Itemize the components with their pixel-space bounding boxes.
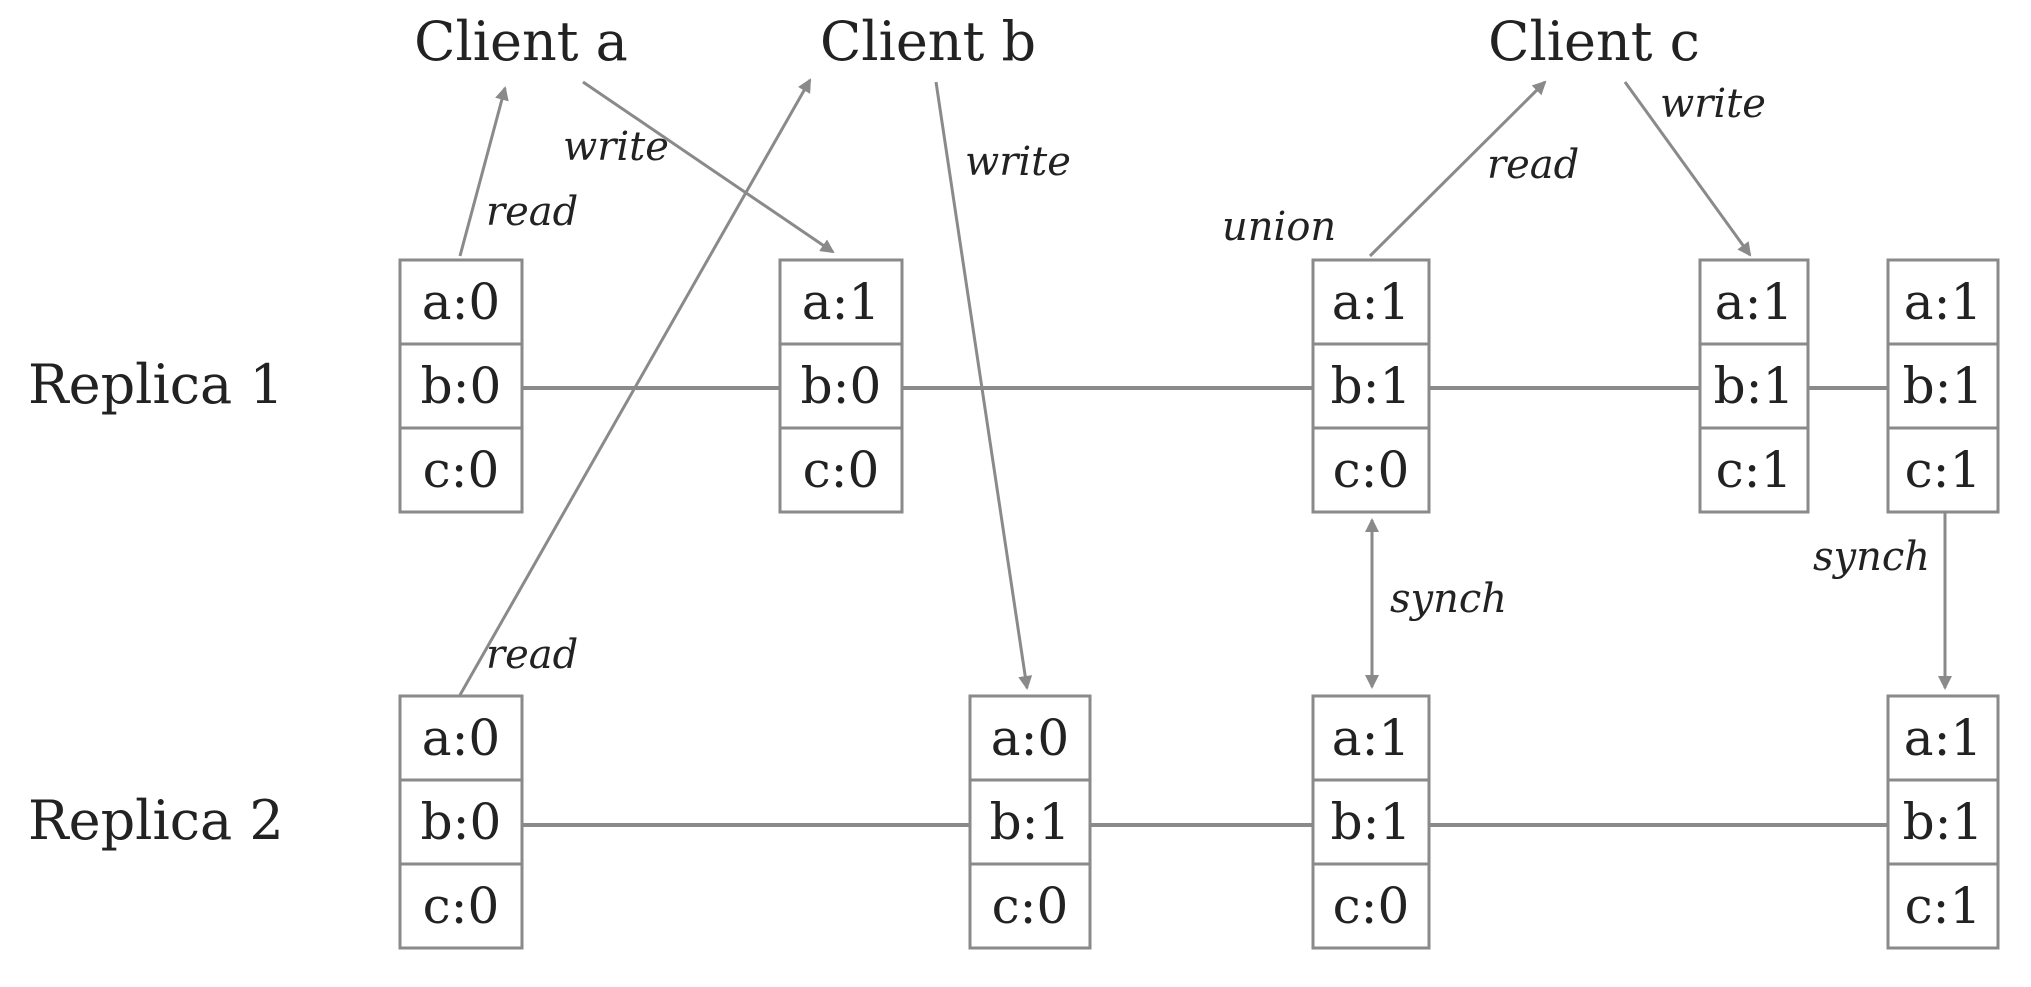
state-cell-value: a:1 xyxy=(1332,709,1410,767)
replica-1-state-box: a:1 b:1 c:1 xyxy=(1886,258,2000,514)
state-cell-value: a:1 xyxy=(1332,273,1410,331)
state-cell-value: b:0 xyxy=(801,357,882,415)
write-label: write xyxy=(563,124,669,170)
state-cell xyxy=(968,862,1092,950)
replica-2-label: Replica 2 xyxy=(28,789,284,852)
state-cell-value: b:1 xyxy=(1714,357,1795,415)
state-cell-value: a:1 xyxy=(1904,709,1982,767)
state-cell-value: b:1 xyxy=(1903,793,1984,851)
client-a-label: Client a xyxy=(414,10,628,73)
state-cell-value: c:0 xyxy=(423,877,500,935)
read-label: read xyxy=(1487,142,1579,188)
state-cell xyxy=(778,426,904,514)
state-cell xyxy=(778,258,904,346)
state-cell-value: b:0 xyxy=(421,357,502,415)
replica-1-state-box: a:1 b:0 c:0 xyxy=(778,258,904,514)
state-cell xyxy=(1698,258,1810,346)
state-cell-value: c:1 xyxy=(1716,441,1793,499)
replica-1-state-box: a:1 b:1 c:0 xyxy=(1311,258,1431,514)
state-cell xyxy=(398,258,524,346)
state-cell xyxy=(968,778,1092,866)
state-cell-value: c:0 xyxy=(803,441,880,499)
state-cell-value: a:0 xyxy=(422,709,500,767)
write-arrow-client-a-to-replica1 xyxy=(582,80,835,254)
write-arrow-client-b-to-replica2 xyxy=(934,81,1033,690)
state-cell xyxy=(1311,258,1431,346)
state-cell-value: a:1 xyxy=(802,273,880,331)
state-cell-value: a:0 xyxy=(422,273,500,331)
state-cell xyxy=(1886,342,2000,430)
synch-label: synch xyxy=(1390,576,1507,622)
state-cell-value: c:1 xyxy=(1905,441,1982,499)
state-cell-value: b:1 xyxy=(990,793,1071,851)
state-cell xyxy=(398,862,524,950)
replica-1-state-box: a:0 b:0 c:0 xyxy=(398,258,524,514)
state-cell-value: a:0 xyxy=(991,709,1069,767)
read-arrow-replica1-to-client-a xyxy=(458,86,509,257)
state-cell xyxy=(1886,426,2000,514)
state-cell xyxy=(1311,694,1431,782)
write-label: write xyxy=(965,139,1071,185)
state-cell xyxy=(1886,862,2000,950)
replica-2-state-box: a:0 b:1 c:0 xyxy=(968,694,1092,950)
state-cell xyxy=(1698,426,1810,514)
client-b-label: Client b xyxy=(820,10,1036,73)
state-cell-value: b:0 xyxy=(421,793,502,851)
read-label: read xyxy=(486,189,578,235)
state-cell-value: b:1 xyxy=(1331,793,1412,851)
state-cell-value: c:0 xyxy=(1333,877,1410,935)
read-label: read xyxy=(486,632,578,678)
state-cell-value: a:1 xyxy=(1904,273,1982,331)
client-c-label: Client c xyxy=(1488,10,1700,73)
state-cell-value: c:0 xyxy=(992,877,1069,935)
state-cell xyxy=(1311,862,1431,950)
state-cell xyxy=(778,342,904,430)
replica-1-state-box: a:1 b:1 c:1 xyxy=(1698,258,1810,514)
union-label: union xyxy=(1222,204,1336,250)
read-arrow-replica1-to-client-c xyxy=(1368,80,1547,258)
state-cell xyxy=(1886,694,2000,782)
replica-1-label: Replica 1 xyxy=(28,353,284,416)
state-cell-value: b:1 xyxy=(1331,357,1412,415)
state-cell xyxy=(1311,426,1431,514)
replica-2-state-box: a:0 b:0 c:0 xyxy=(398,694,524,950)
state-cell-value: c:0 xyxy=(423,441,500,499)
state-cell xyxy=(398,426,524,514)
state-cell-value: c:0 xyxy=(1333,441,1410,499)
state-cell-value: c:1 xyxy=(1905,877,1982,935)
replica-2-state-box: a:1 b:1 c:1 xyxy=(1886,694,2000,950)
state-cell-value: a:1 xyxy=(1715,273,1793,331)
state-cell xyxy=(1886,258,2000,346)
write-arrow-client-c-to-replica1 xyxy=(1623,81,1752,257)
synch-label: synch xyxy=(1813,534,1930,580)
read-arrow-replica2-to-client-b xyxy=(458,78,812,696)
replica-2-state-box: a:1 b:1 c:0 xyxy=(1311,694,1431,950)
state-cell-value: b:1 xyxy=(1903,357,1984,415)
state-cell xyxy=(398,342,524,430)
write-label: write xyxy=(1660,81,1766,127)
